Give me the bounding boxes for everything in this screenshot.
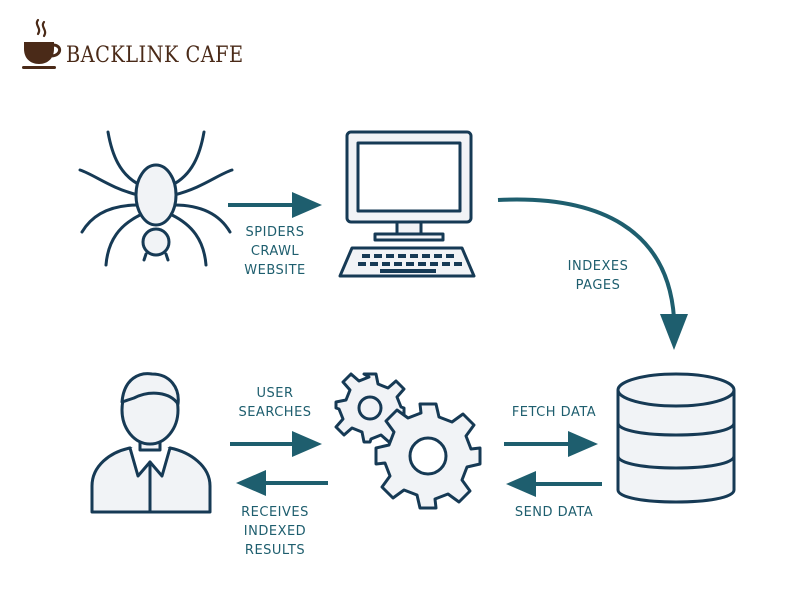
arrow-search xyxy=(230,431,322,457)
keyboard-keys xyxy=(358,254,462,273)
brand-name: BACKLINK CAFE xyxy=(66,43,244,68)
arrow-receive xyxy=(236,470,328,496)
label-send-data: SEND DATA xyxy=(494,503,614,522)
label-user-searches: USER SEARCHES xyxy=(225,384,325,422)
label-receives-results: RECEIVES INDEXED RESULTS xyxy=(225,503,325,560)
label-indexes-pages: INDEXES PAGES xyxy=(548,257,648,295)
coffee-cup-icon xyxy=(22,18,62,69)
label-line: SEARCHES xyxy=(238,405,312,420)
label-fetch-data: FETCH DATA xyxy=(494,403,614,422)
spider-icon xyxy=(78,130,234,267)
label-line: RESULTS xyxy=(244,543,306,558)
label-line: CRAWL xyxy=(250,244,300,259)
arrow-crawl xyxy=(228,192,322,218)
label-line: WEBSITE xyxy=(244,263,306,278)
label-line: SPIDERS xyxy=(245,225,305,240)
gears-icon xyxy=(334,372,482,510)
label-line: FETCH DATA xyxy=(511,405,597,420)
label-line: RECEIVES xyxy=(241,505,309,520)
label-line: USER xyxy=(256,386,294,401)
label-spiders-crawl: SPIDERS CRAWL WEBSITE xyxy=(230,223,320,280)
database-icon xyxy=(616,372,736,504)
arrow-index xyxy=(497,197,688,350)
arrow-send xyxy=(506,471,602,497)
label-line: INDEXES xyxy=(567,259,629,274)
user-icon xyxy=(90,372,212,514)
brand-logo: BACKLINK CAFE xyxy=(20,16,243,76)
label-line: SEND DATA xyxy=(514,505,594,520)
label-line: PAGES xyxy=(575,278,621,293)
arrow-fetch xyxy=(504,431,598,457)
label-line: INDEXED xyxy=(243,524,307,539)
